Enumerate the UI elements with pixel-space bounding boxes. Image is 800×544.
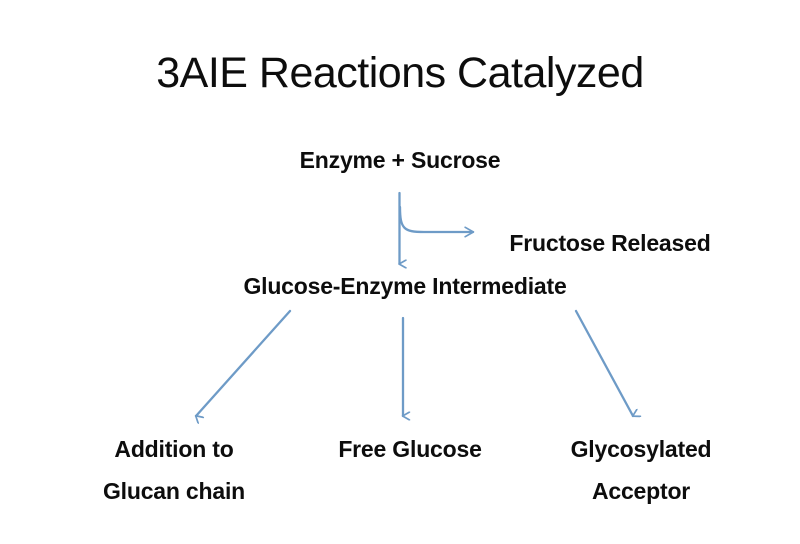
node-glucose-enzyme-intermediate: Glucose-Enzyme Intermediate xyxy=(243,273,567,299)
arrow-intermediate-to-glycosylated xyxy=(574,309,633,416)
page-title: 3AIE Reactions Catalyzed xyxy=(156,49,644,97)
arrow-intermediate-to-glucan xyxy=(194,309,292,416)
node-addition-to-glucan-chain: Addition to Glucan chain xyxy=(102,436,246,504)
node-enzyme-sucrose: Enzyme + Sucrose xyxy=(299,147,501,173)
node-free-glucose: Free Glucose xyxy=(338,436,482,462)
arrow-enzyme-to-fructose xyxy=(398,205,473,232)
node-glycosylated-acceptor: Glycosylated Acceptor xyxy=(570,436,712,504)
node-fructose-released: Fructose Released xyxy=(509,230,711,256)
